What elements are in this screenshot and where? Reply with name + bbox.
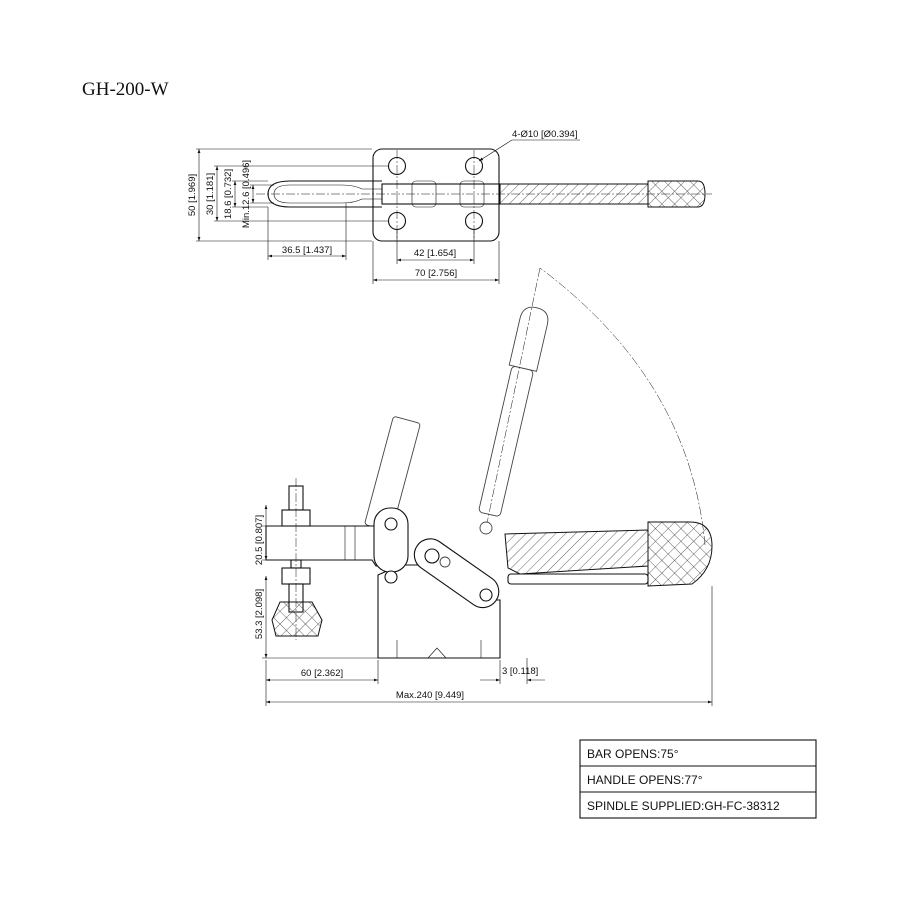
pivot-pin-icon: [384, 517, 398, 531]
dim-53-3: 53.3 [2.098]: [254, 589, 265, 639]
dim-70: 70 [2.756]: [415, 268, 457, 279]
side-handle-shaft: [504, 529, 649, 575]
pivot-pin-icon: [424, 548, 440, 564]
side-view: 20.5 [0.807] 53.3 [2.098] 60 [2.362] 3 […: [254, 267, 713, 706]
dim-max-240: Max.240 [9.449]: [396, 690, 464, 701]
side-handle-grip: [647, 521, 713, 587]
dim-3: 3 [0.118]: [502, 666, 538, 677]
spec-handle-opens: HANDLE OPENS:77°: [587, 773, 703, 787]
top-base-plate: [372, 148, 500, 242]
model-title: GH-200-W: [82, 79, 169, 100]
dim-20-5: 20.5 [0.807]: [254, 515, 265, 565]
spec-table: BAR OPENS:75° HANDLE OPENS:77° SPINDLE S…: [579, 739, 817, 819]
dim-min-12-6: Min.12.6 [0.496]: [241, 160, 252, 228]
dim-30: 30 [1.181]: [205, 173, 216, 215]
dim-42: 42 [1.654]: [414, 248, 456, 259]
dim-18-6: 18.6 [0.732]: [223, 169, 234, 219]
hole-callout: 4-Ø10 [Ø0.394]: [512, 129, 577, 140]
spec-spindle-supplied: SPINDLE SUPPLIED:GH-FC-38312: [587, 799, 780, 813]
pivot-pin-icon: [384, 570, 398, 584]
dim-60: 60 [2.362]: [301, 668, 343, 679]
handle-open-ghost: [478, 306, 549, 517]
top-bar-slot: [273, 184, 382, 204]
dim-50: 50 [1.969]: [187, 174, 198, 216]
spec-bar-opens: BAR OPENS:75°: [587, 747, 679, 761]
spec-table-frame: [579, 739, 817, 819]
pivot-pin-icon: [479, 588, 493, 602]
top-view: 4-Ø10 [Ø0.394] 50 [1.969] 30 [1.181] 18.…: [187, 129, 712, 284]
spindle-cap: [271, 601, 323, 637]
dim-36-5: 36.5 [1.437]: [282, 245, 332, 256]
